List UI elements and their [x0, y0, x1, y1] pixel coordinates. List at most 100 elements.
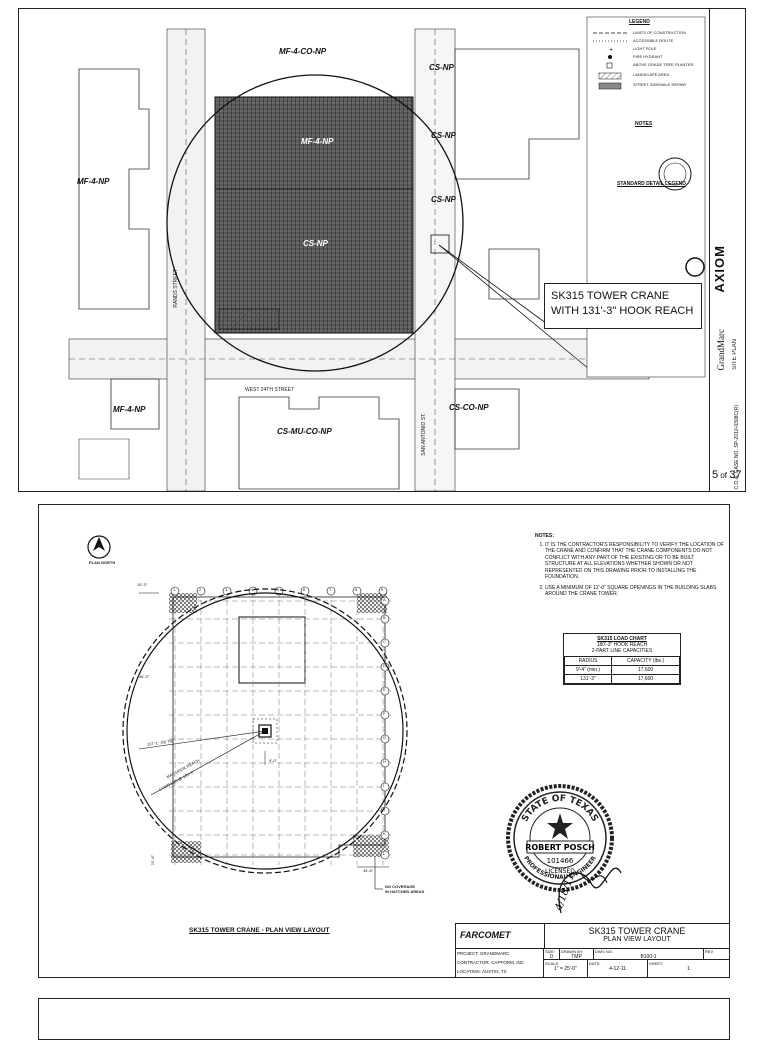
sheet-cell: SHEET:1 [648, 960, 729, 977]
grid-row-label: C [383, 639, 386, 644]
grid-row-label: H [383, 759, 386, 764]
grid-col-label: 4 [251, 587, 254, 592]
note-item: USE A MINIMUM OF 12'-0" SQUARE OPENINGS … [545, 585, 725, 598]
company-name: FARCOMET [460, 930, 511, 940]
callout-line: WITH 131'-3" HOOK REACH [551, 305, 694, 317]
grid-row-label: L [383, 851, 386, 856]
legend-title: LEGEND [629, 19, 650, 25]
title-block: AXIOM GrandMarc SITE PLAN C.O.A. CASE NO… [709, 9, 745, 491]
column-header: CAPACITY (lbs.) [611, 656, 680, 666]
size-cell: SIZE:D [544, 948, 560, 960]
title-line: SK315 TOWER CRANE [588, 926, 686, 936]
standard-detail-title: STANDARD DETAIL LEGEND [617, 181, 686, 187]
dimension-label: 34'-6" [363, 868, 374, 873]
legend-item: ACCESSIBLE ROUTE [633, 38, 674, 43]
engineer-seal: STATE OF TEXAS PROFESSIONAL ENGINEER ROB… [506, 784, 614, 892]
site-plan-drawing: + [68, 16, 706, 491]
grid-row-label: D [383, 663, 386, 668]
drawing-number-cell: DWG NO.B100-1 [594, 948, 704, 960]
table-cell: 17,600 [611, 674, 680, 684]
company-logo: FARCOMET [456, 924, 545, 949]
table-row: 131'-3" 17,600 [563, 674, 680, 684]
table-header-row: RADIUS CAPACITY (lbs.) [563, 656, 680, 666]
date-cell: DATE:4-12-11 [588, 960, 648, 977]
scale-cell: SCALE:1" = 25'-0" [544, 960, 588, 977]
zone-label: CS-MU-CO-NP [277, 427, 332, 436]
notes-title: NOTES [635, 121, 653, 127]
title-block-heading: SK315 TOWER CRANE PLAN VIEW LAYOUT [544, 924, 729, 949]
sheet-title: SITE PLAN [732, 339, 738, 370]
street-label: WEST 24TH STREET [245, 387, 295, 393]
dimension-label: 9'-0" [269, 758, 277, 763]
crane-callout: SK315 TOWER CRANE WITH 131'-3" HOOK REAC… [544, 283, 702, 329]
table-row: 9'-4" (min.) 17,600 [563, 665, 680, 675]
load-chart-title: SK315 LOAD CHART [597, 636, 647, 642]
street-label: SAN ANTONIO ST. [421, 413, 427, 456]
drawn-by-cell: DRAWN BY:TMP [560, 948, 594, 960]
zone-label: CS-NP [431, 195, 456, 204]
north-label: PLAN NORTH [89, 560, 116, 565]
load-chart: SK315 LOAD CHART 180'-3" HOOK REACH 2-PA… [563, 633, 681, 685]
grid-col-label: 9 [381, 587, 384, 592]
grid-row-label: G [383, 735, 387, 740]
crane-plan-drawing [87, 535, 408, 890]
legend-item: STREET SIDEWALK REPAIR [633, 82, 687, 87]
grid-col-label: 8 [355, 587, 358, 592]
sheet-number: 5 of 37 [712, 469, 742, 481]
svg-text:+: + [609, 47, 613, 53]
table-cell: 17,600 [611, 665, 680, 675]
grid-row-label: A [383, 597, 386, 602]
revision-cell: REV [704, 948, 729, 960]
legend-item: ABOVE GRADE TREE PLANTER [633, 62, 694, 67]
grid-col-label: 1 [173, 587, 176, 592]
dimension-label: 46'-3" [139, 674, 150, 679]
grid-col-label: 3 [225, 587, 228, 592]
crane-notes: NOTES: IT IS THE CONTRACTOR'S RESPONSIBI… [535, 533, 725, 602]
zone-label: MF-4-CO-NP [279, 47, 327, 56]
signature-date: 4/18/11 [553, 872, 577, 913]
site-plan-sheet: + MF-4-CO-NP CS-NP CS-NP MF-4-NP CS-NP M… [18, 8, 746, 492]
legend-item: FIRE HYDRANT [633, 54, 663, 59]
grid-row-label: J [383, 807, 385, 812]
plan-title: SK315 TOWER CRANE - PLAN VIEW LAYOUT [189, 927, 330, 934]
column-header: RADIUS [563, 656, 613, 666]
zone-label: CS-CO-NP [449, 403, 489, 412]
seal-licensed: LICENSED [545, 868, 575, 875]
project-name: GrandMarc [716, 329, 726, 371]
load-chart-header: SK315 LOAD CHART 180'-3" HOOK REACH 2-PA… [564, 634, 680, 656]
table-cell: 9'-4" (min.) [563, 665, 613, 675]
notes-title: NOTES: [535, 533, 554, 539]
grid-row-label: K [383, 831, 386, 836]
zone-label: CS-NP [431, 131, 456, 140]
load-chart-table: RADIUS CAPACITY (lbs.) 9'-4" (min.) 17,6… [563, 656, 680, 684]
legend-item: LIGHT POLE [633, 46, 657, 51]
dimension-label: 22'-8" [150, 855, 155, 866]
table-cell: 131'-3" [563, 674, 613, 684]
engineer-signature: 4/18/11 [553, 867, 622, 914]
no-coverage-note: NO COVERAGE IN HATCHED AREAS [385, 884, 425, 894]
zone-label: MF-4-NP [113, 405, 146, 414]
grid-row-label: F [383, 711, 386, 716]
callout-line: SK315 TOWER CRANE [551, 290, 670, 302]
firm-logo: AXIOM [712, 245, 727, 293]
next-sheet-partial [38, 998, 730, 1040]
title-block: FARCOMET SK315 TOWER CRANE PLAN VIEW LAY… [455, 923, 729, 977]
legend-item: LANDSCAPE AREA [633, 72, 670, 77]
seal-name: ROBERT POSCH [525, 843, 595, 852]
project-info-cell: PROJECT: GRANDMARC CONTRACTOR: CAPFORM, … [456, 948, 544, 977]
grid-col-label: 6 [303, 587, 306, 592]
grid-row-label: I [383, 783, 385, 788]
load-chart-subtitle: 180'-3" HOOK REACH [596, 642, 648, 648]
grid-col-label: 2 [199, 587, 202, 592]
zone-label: CS-NP [429, 63, 454, 72]
title-line: PLAN VIEW LAYOUT [603, 936, 671, 943]
legend-item: LIMITS OF CONSTRUCTION [633, 30, 686, 35]
zone-label: MF-4-NP [77, 177, 110, 186]
crane-plan-sheet: PLAN NORTH 1 2 3 4 5 6 7 8 9 A B C D E F… [38, 504, 730, 978]
zone-label: CS-NP [303, 239, 328, 248]
grid-col-label: 5 [277, 587, 280, 592]
street-label: RANDS STREET [173, 269, 179, 308]
load-chart-subtitle: 2-PART LINE CAPACITIES [591, 648, 653, 654]
grid-row-label: B [383, 615, 386, 620]
grid-col-label: 7 [329, 587, 332, 592]
